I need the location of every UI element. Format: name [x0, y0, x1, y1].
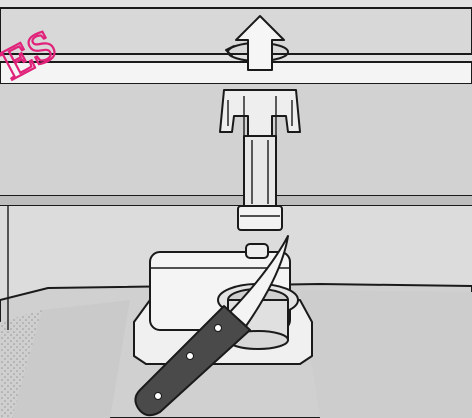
upper-housing — [0, 0, 472, 84]
